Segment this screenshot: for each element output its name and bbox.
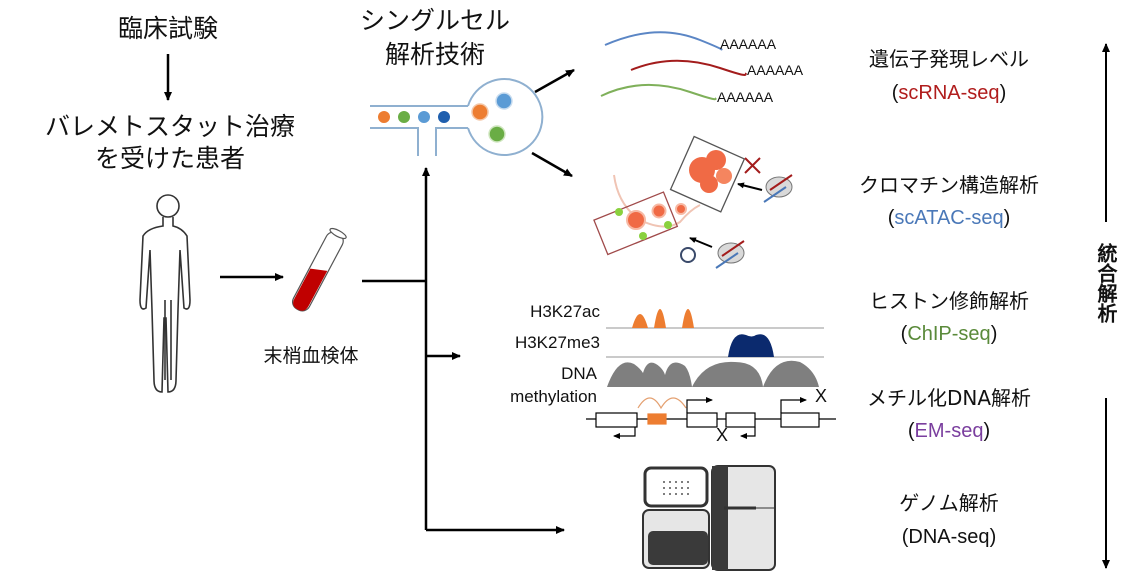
h3k27ac-peaks [632, 309, 694, 328]
polya-tail-2: AAAAAA [747, 62, 804, 78]
chip-to-rna-arrow [534, 68, 575, 94]
method-scrna-seq: scRNA-seq [898, 82, 1000, 104]
gene-structure [586, 397, 836, 439]
method-chip-seq: ChIP-seq [907, 323, 991, 345]
dna-methylation-peaks [607, 360, 819, 387]
method-em-seq: EM-seq [914, 420, 984, 442]
mrna-green [600, 84, 717, 101]
polya-tail-3: AAAAAA [717, 89, 774, 105]
track-label-h3k27ac: H3K27ac [530, 302, 600, 321]
human-figure-icon [139, 194, 191, 393]
cell-droplets [378, 92, 513, 143]
cell-dark-blue [438, 111, 450, 123]
track-label-methylation: methylation [510, 387, 597, 406]
track-label-h3k27me3: H3K27me3 [514, 333, 600, 352]
integration-label: 統合解析 [1094, 243, 1118, 323]
track-label-dna: DNA [561, 364, 597, 383]
analysis-name: ゲノム解析 [899, 491, 999, 515]
patients-label-line1: バレメトスタット治療 [44, 112, 295, 141]
clinical-trial-label: 臨床試験 [117, 14, 218, 43]
analysis-name: 遺伝子発現レベル [869, 47, 1029, 71]
gene-x-mark-2: X [716, 425, 729, 445]
cell-orange [378, 111, 390, 123]
analysis-method: (ChIP-seq) [900, 323, 998, 345]
single-cell-title-line1: シングルセル [359, 6, 510, 35]
method-dna-seq: DNA-seq [908, 526, 990, 548]
gene-x-mark-1: X [815, 386, 828, 406]
polya-tail-1: AAAAAA [720, 36, 777, 52]
microfluidic-chip-icon [370, 78, 544, 156]
droplet-blue [495, 92, 513, 110]
analysis-method: (scRNA-seq) [891, 82, 1007, 104]
cell-green [398, 111, 410, 123]
droplet-green [488, 125, 506, 143]
single-cell-title-line2: 解析技術 [384, 40, 485, 69]
analysis-method: (EM-seq) [907, 420, 991, 442]
mrna-blue [604, 31, 723, 51]
analysis-name: メチル化DNA解析 [866, 386, 1032, 410]
analysis-name: クロマチン構造解析 [859, 173, 1039, 197]
closed-chromatin-x-icon [744, 157, 761, 174]
sequencer-icon [642, 465, 776, 571]
sample-label: 末梢血検体 [263, 345, 359, 367]
method-scatac-seq: scATAC-seq [894, 207, 1004, 229]
analysis-name: ヒストン修飾解析 [869, 289, 1029, 313]
mrna-red [630, 59, 747, 76]
open-chromatin-circle-icon [680, 247, 696, 263]
droplet-orange [471, 103, 489, 121]
cell-light-blue [418, 111, 430, 123]
h3k27me3-peak [728, 334, 774, 357]
chromatin-illustration [593, 135, 793, 269]
histone-tracks [606, 309, 824, 387]
blood-tube-icon [291, 227, 347, 312]
patients-label-line2: を受けた患者 [94, 144, 245, 173]
chip-to-atac-arrow [531, 151, 573, 178]
analysis-method: (DNA-seq) [901, 526, 997, 548]
analysis-method: (scATAC-seq) [887, 207, 1011, 229]
